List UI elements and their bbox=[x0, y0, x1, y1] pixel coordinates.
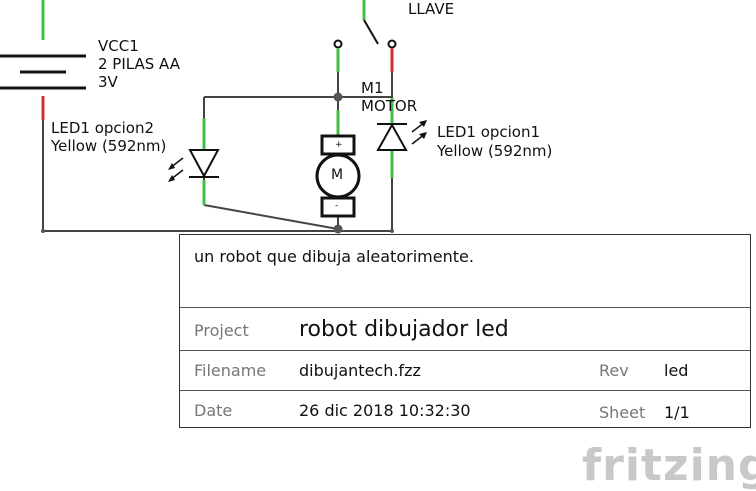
divider bbox=[180, 390, 750, 391]
rev-label: Rev bbox=[599, 361, 629, 380]
schematic-diagram bbox=[0, 0, 427, 234]
switch-symbol bbox=[333, 0, 397, 72]
motor-ref: M1 bbox=[361, 79, 384, 97]
motor-symbol bbox=[315, 110, 361, 218]
filename-value: dibujantech.fzz bbox=[299, 361, 421, 380]
divider bbox=[180, 350, 750, 351]
switch-ref: LLAVE bbox=[408, 0, 455, 18]
led-right-color: Yellow (592nm) bbox=[437, 142, 553, 160]
project-description: un robot que dibuja aleatorimente. bbox=[194, 247, 474, 266]
project-label: Project bbox=[194, 321, 249, 340]
project-name: robot dibujador led bbox=[299, 317, 509, 342]
junctions bbox=[41, 92, 394, 234]
sheet-value: 1/1 bbox=[664, 403, 690, 422]
battery-ref: VCC1 bbox=[98, 37, 139, 55]
title-block: un robot que dibuja aleatorimente. Proje… bbox=[179, 234, 751, 428]
date-value: 26 dic 2018 10:32:30 bbox=[299, 401, 471, 420]
date-label: Date bbox=[194, 401, 233, 420]
led-right-symbol bbox=[376, 98, 427, 178]
battery-value: 2 PILAS AA bbox=[98, 55, 180, 73]
led-left-ref: LED1 opcion2 bbox=[51, 119, 155, 137]
motor-pin-minus: - bbox=[335, 201, 339, 211]
motor-pin-plus: + bbox=[335, 140, 343, 150]
battery-voltage: 3V bbox=[98, 73, 118, 91]
filename-label: Filename bbox=[194, 361, 267, 380]
fritzing-watermark: fritzing bbox=[582, 440, 756, 491]
battery-symbol bbox=[0, 0, 86, 120]
rev-value: led bbox=[664, 361, 689, 380]
led-left-color: Yellow (592nm) bbox=[51, 137, 167, 155]
motor-name: MOTOR bbox=[361, 97, 418, 115]
led-left-symbol bbox=[168, 118, 220, 205]
led-right-ref: LED1 opcion1 bbox=[437, 123, 541, 141]
sheet-label: Sheet bbox=[599, 403, 646, 422]
divider bbox=[180, 307, 750, 308]
motor-symbol-letter: M bbox=[331, 167, 344, 183]
